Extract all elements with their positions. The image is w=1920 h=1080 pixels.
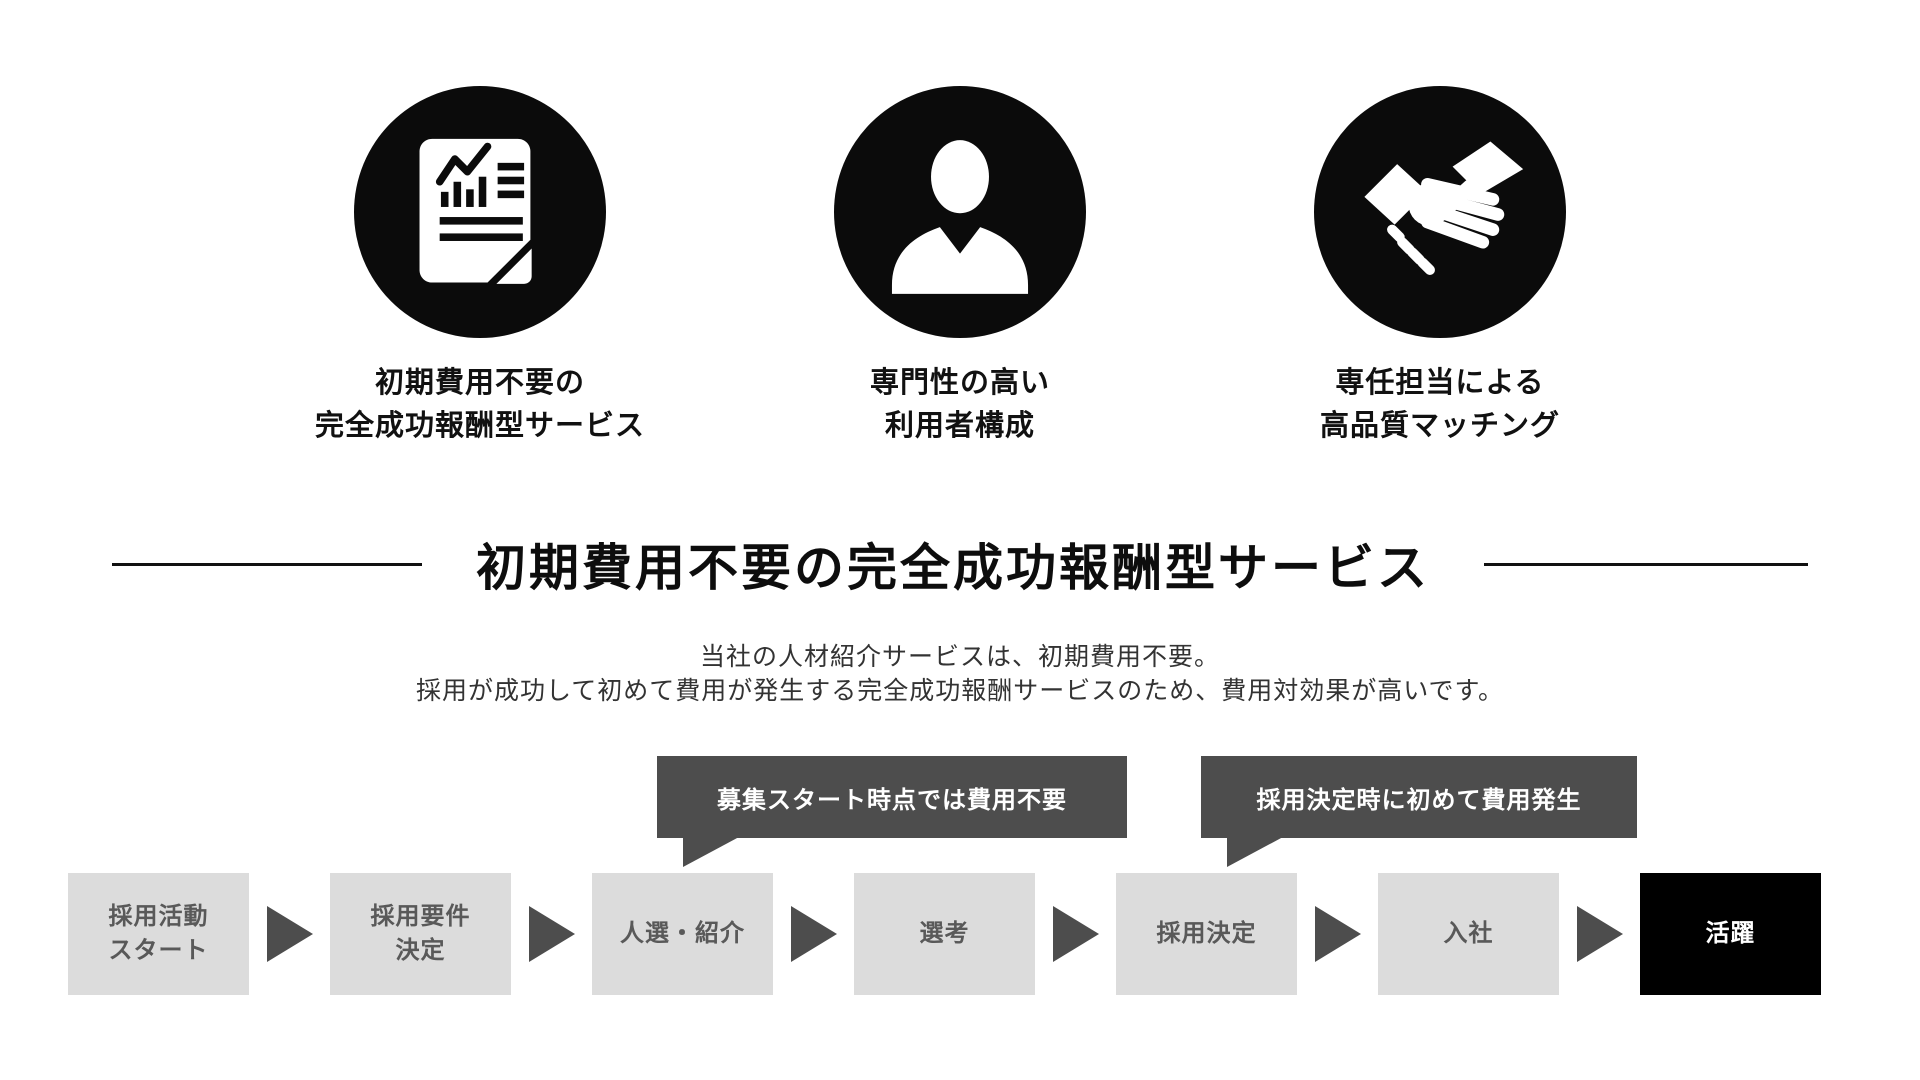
description-line: 採用が成功して初めて費用が発生する完全成功報酬サービスのため、費用対効果が高いで… bbox=[415, 677, 1504, 705]
feature-circle bbox=[1314, 86, 1566, 338]
callout-text: 採用決定時に初めて費用発生 bbox=[1256, 786, 1582, 814]
flow-step-start: 採用活動 スタート bbox=[68, 873, 249, 995]
title-rule-left bbox=[112, 562, 422, 566]
callout-tail bbox=[1227, 837, 1283, 867]
flow-step-line: 採用要件 bbox=[370, 903, 471, 930]
flow-arrow-gap bbox=[1559, 906, 1640, 962]
arrow-right-icon bbox=[266, 906, 313, 962]
arrow-right-icon bbox=[790, 906, 837, 962]
title-rule-right bbox=[1484, 562, 1808, 566]
section-title-row: 初期費用不要の完全成功報酬型サービス bbox=[0, 528, 1920, 600]
flow-step-line: スタート bbox=[108, 937, 209, 964]
person-icon bbox=[891, 140, 1029, 294]
arrow-right-icon bbox=[1576, 906, 1623, 962]
feature-matching: 専任担当による 高品質マッチング bbox=[1220, 86, 1660, 448]
flow-arrow-gap bbox=[773, 906, 854, 962]
features-row: 初期費用不要の 完全成功報酬型サービス 専門性の高い 利用者構成 bbox=[0, 86, 1920, 448]
flow-step-line: 採用決定 bbox=[1156, 920, 1257, 947]
flow-step-line: 採用活動 bbox=[108, 903, 209, 930]
process-flow: 募集スタート時点では費用不要 採用決定時に初めて費用発生 採用活動 スタート 採… bbox=[68, 756, 1852, 1016]
section-description: 当社の人材紹介サービスは、初期費用不要。 採用が成功して初めて費用が発生する完全… bbox=[0, 640, 1920, 708]
flow-step-line: 選考 bbox=[919, 920, 970, 947]
callout-text: 募集スタート時点では費用不要 bbox=[717, 786, 1067, 814]
arrow-right-icon bbox=[1314, 906, 1361, 962]
feature-success-fee: 初期費用不要の 完全成功報酬型サービス bbox=[260, 86, 700, 448]
flow-step-line: 決定 bbox=[395, 937, 446, 964]
arrow-right-icon bbox=[528, 906, 575, 962]
document-chart-icon bbox=[419, 138, 532, 284]
feature-label-line: 利用者構成 bbox=[884, 410, 1035, 442]
feature-label: 初期費用不要の 完全成功報酬型サービス bbox=[315, 362, 645, 448]
feature-label-line: 専門性の高い bbox=[869, 367, 1050, 399]
flow-step-line: 活躍 bbox=[1705, 920, 1756, 947]
callout-no-cost-at-start: 募集スタート時点では費用不要 bbox=[657, 756, 1127, 867]
flow-step-hire-decision: 採用決定 bbox=[1116, 873, 1297, 995]
feature-circle bbox=[834, 86, 1086, 338]
feature-label-line: 完全成功報酬型サービス bbox=[314, 410, 645, 442]
feature-label-line: 専任担当による bbox=[1335, 367, 1545, 399]
flow-step-joining: 入社 bbox=[1378, 873, 1559, 995]
feature-label-line: 初期費用不要の bbox=[374, 367, 585, 399]
flow-step-selection-referral: 人選・紹介 bbox=[592, 873, 773, 995]
feature-label-line: 高品質マッチング bbox=[1319, 410, 1560, 442]
flow-step-screening: 選考 bbox=[854, 873, 1035, 995]
callout-tail bbox=[683, 837, 739, 867]
feature-circle bbox=[354, 86, 606, 338]
feature-label: 専門性の高い 利用者構成 bbox=[870, 362, 1050, 448]
feature-user-quality: 専門性の高い 利用者構成 bbox=[740, 86, 1180, 448]
feature-label: 専任担当による 高品質マッチング bbox=[1320, 362, 1560, 448]
flow-arrow-gap bbox=[1035, 906, 1116, 962]
flow-step-requirements: 採用要件 決定 bbox=[330, 873, 511, 995]
flow-step-active-success: 活躍 bbox=[1640, 873, 1821, 995]
callout-fee-on-hire: 採用決定時に初めて費用発生 bbox=[1201, 756, 1637, 867]
flow-step-line: 人選・紹介 bbox=[620, 920, 745, 947]
flow-step-line: 入社 bbox=[1443, 920, 1494, 947]
flow-arrow-gap bbox=[249, 906, 330, 962]
arrow-right-icon bbox=[1052, 906, 1099, 962]
flow-arrow-gap bbox=[511, 906, 592, 962]
handshake-icon bbox=[1364, 141, 1524, 276]
description-line: 当社の人材紹介サービスは、初期費用不要。 bbox=[699, 643, 1220, 671]
flow-row: 採用活動 スタート 採用要件 決定 人選・紹介 選考 採用決定 入社 活躍 bbox=[68, 873, 1821, 995]
flow-arrow-gap bbox=[1297, 906, 1378, 962]
section-title: 初期費用不要の完全成功報酬型サービス bbox=[476, 540, 1430, 596]
